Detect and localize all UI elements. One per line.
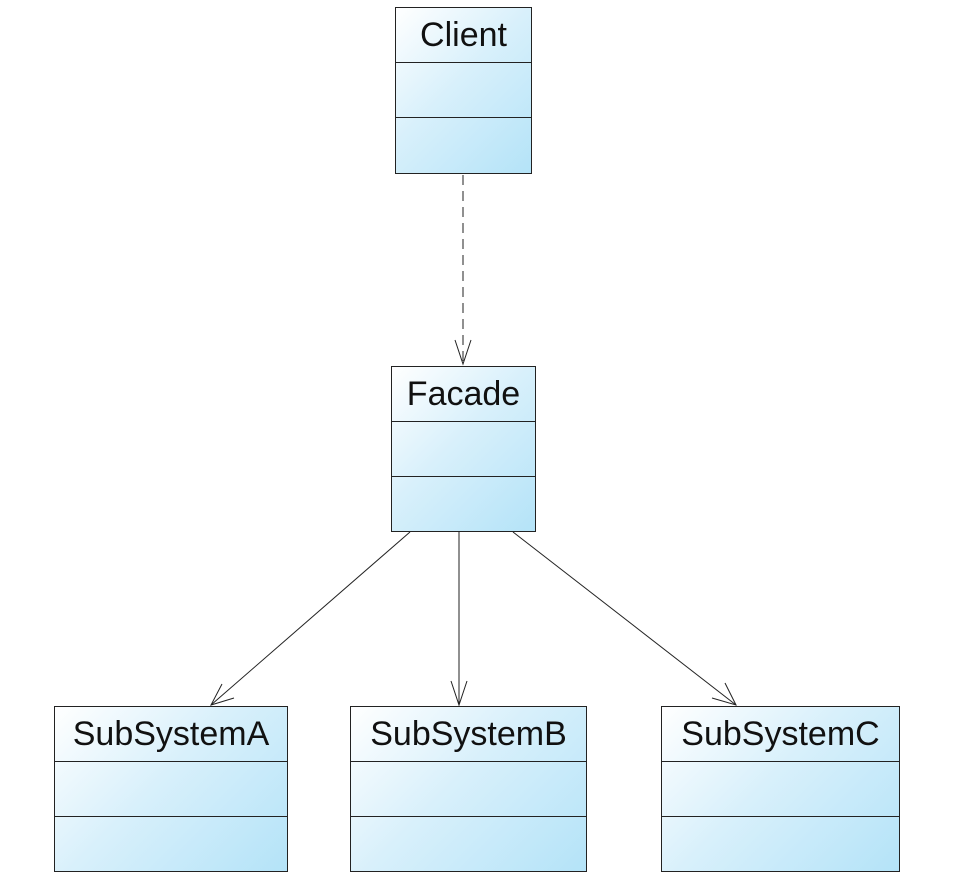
open-arrowhead-facade — [454, 339, 472, 366]
class-client[interactable]: Client — [395, 7, 532, 174]
open-arrowhead-subsystem-c — [711, 682, 737, 706]
operations-compartment — [55, 817, 287, 871]
association-line-facade-subsystem-a — [210, 531, 411, 706]
class-subsystem-a[interactable]: SubSystemA — [54, 706, 288, 872]
class-subsystem-b[interactable]: SubSystemB — [350, 706, 587, 872]
association-line-facade-subsystem-c — [512, 531, 737, 706]
class-name: Facade — [392, 367, 535, 422]
attributes-compartment — [351, 762, 586, 817]
open-arrowhead-subsystem-b — [450, 680, 468, 707]
operations-compartment — [396, 118, 531, 173]
class-subsystem-c[interactable]: SubSystemC — [661, 706, 900, 872]
open-arrowhead-subsystem-a — [210, 683, 235, 706]
attributes-compartment — [392, 422, 535, 477]
operations-compartment — [351, 817, 586, 871]
class-name: SubSystemA — [55, 707, 287, 762]
class-facade[interactable]: Facade — [391, 366, 536, 532]
attributes-compartment — [55, 762, 287, 817]
attributes-compartment — [396, 63, 531, 118]
class-name: Client — [396, 8, 531, 63]
operations-compartment — [392, 477, 535, 531]
operations-compartment — [662, 817, 899, 871]
class-name: SubSystemC — [662, 707, 899, 762]
attributes-compartment — [662, 762, 899, 817]
class-name: SubSystemB — [351, 707, 586, 762]
